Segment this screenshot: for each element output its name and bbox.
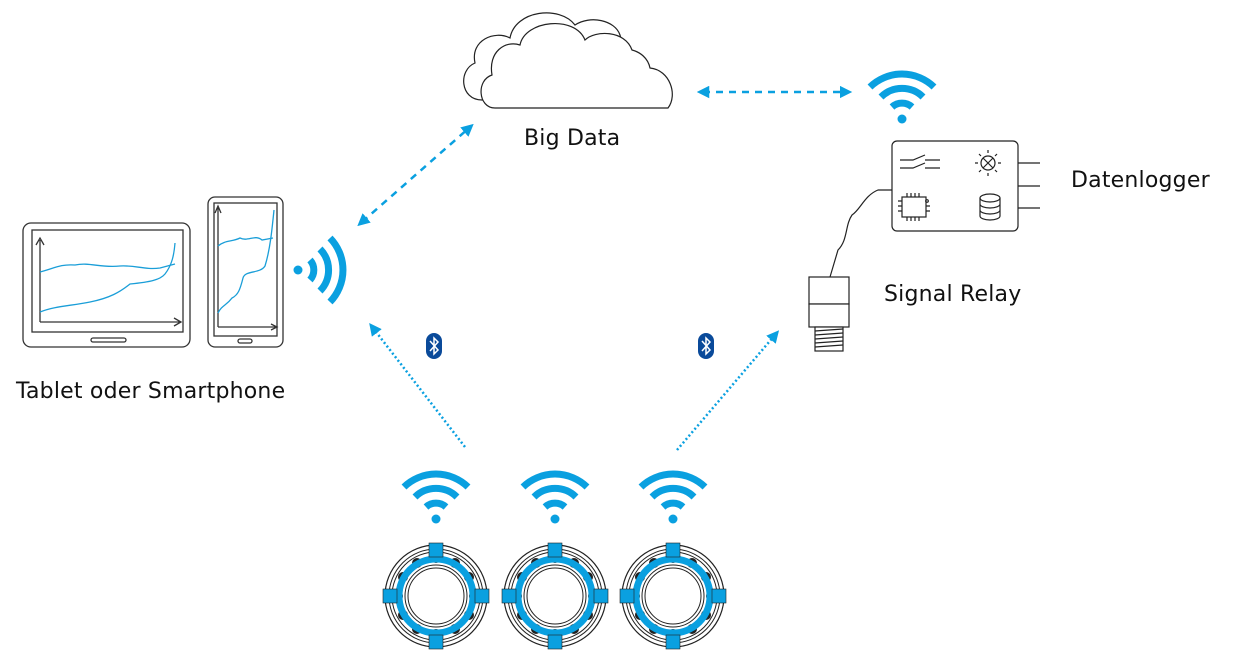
tablet-icon — [22, 222, 191, 348]
bearing-sensor-3 — [620, 543, 726, 649]
datalogger-box-icon — [829, 140, 1040, 278]
signal-relay-icon — [808, 276, 850, 352]
wifi-icon — [294, 238, 343, 302]
bluetooth-icon — [697, 332, 715, 360]
devices-label: Tablet oder Smartphone — [16, 379, 286, 404]
wifi-icon — [523, 474, 587, 523]
connection-sensors-relay — [676, 330, 780, 451]
wifi-icon — [404, 474, 468, 523]
wifi-icon — [870, 74, 934, 123]
datalogger-label: Datenlogger — [1071, 168, 1210, 193]
cloud-icon — [463, 12, 673, 109]
bluetooth-icon — [425, 332, 443, 360]
bearing-sensor-1 — [383, 543, 489, 649]
wifi-icon — [641, 474, 705, 523]
bearing-sensor-2 — [502, 543, 608, 649]
smartphone-icon — [207, 196, 284, 348]
relay-label: Signal Relay — [884, 282, 1022, 307]
cloud-label: Big Data — [524, 126, 621, 151]
connection-sensors-devices — [369, 323, 466, 448]
connection-devices-cloud — [357, 123, 474, 227]
